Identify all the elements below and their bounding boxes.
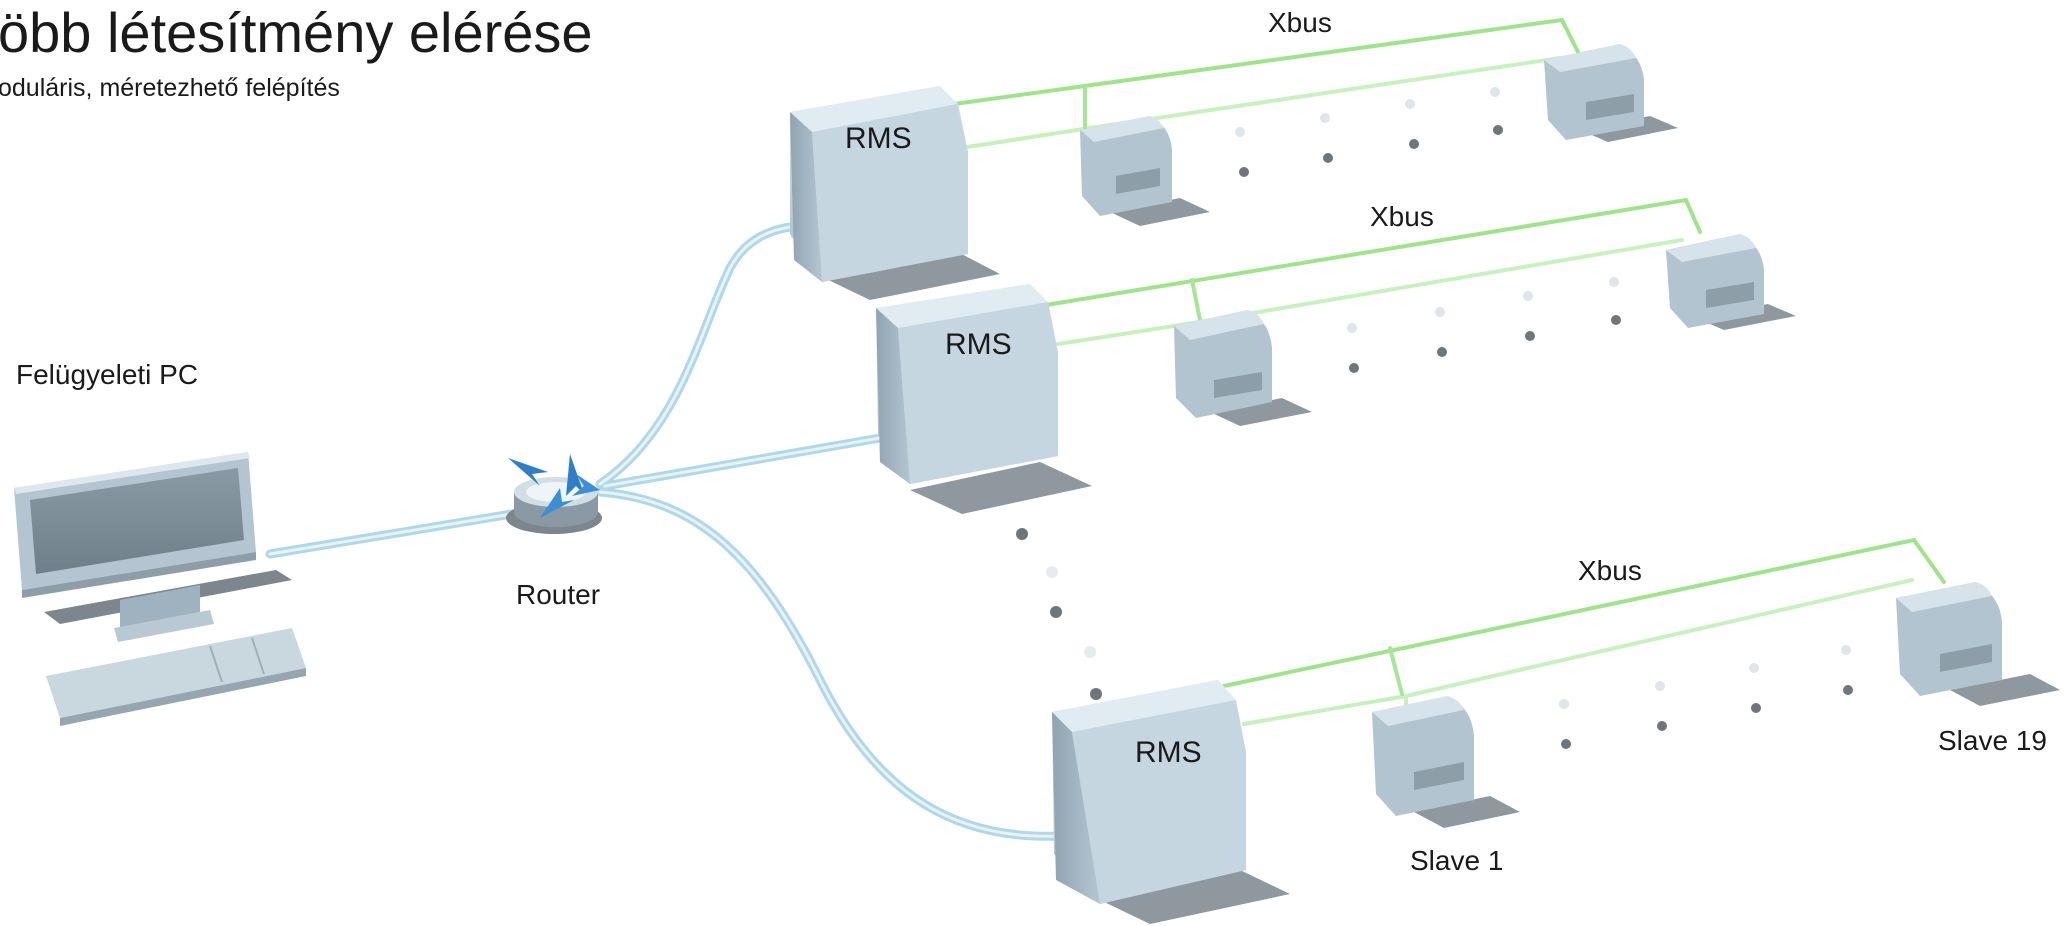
rms-unit-icon [876, 284, 1092, 514]
network-cables [265, 221, 1065, 841]
page-subtitle: oduláris, méretezhető felépítés [0, 74, 340, 102]
keyboard-icon [46, 628, 306, 726]
slave-unit-icon [1666, 234, 1796, 330]
continuation-dots-vertical [1010, 488, 1102, 700]
xbus-top-label: Xbus [1268, 7, 1332, 38]
slave-unit-icon [1896, 582, 2060, 706]
slave-first-label: Slave 1 [1410, 845, 1503, 876]
continuation-dots-bot [1559, 645, 1853, 749]
xbus-lines-top [933, 17, 1580, 154]
desktop-pc-icon [14, 452, 292, 642]
xbus-mid-label: Xbus [1370, 201, 1434, 232]
continuation-dots-top [1235, 87, 1503, 177]
slave-unit-icon [1544, 44, 1678, 142]
rms-top-label: RMS [845, 122, 912, 155]
pc-label: Felügyeleti PC [16, 359, 198, 390]
xbus-bot-label: Xbus [1578, 555, 1642, 586]
slave-unit-icon [1174, 310, 1312, 426]
xbus-lines-bot [1222, 537, 1946, 726]
continuation-dots-mid [1347, 277, 1621, 373]
rms-unit-icon [1052, 680, 1290, 924]
page-title: öbb létesítmény elérése [0, 1, 593, 64]
router-label: Router [516, 579, 600, 610]
rms-bot-label: RMS [1135, 736, 1202, 769]
router-icon [506, 454, 602, 534]
rms-mid-label: RMS [945, 328, 1012, 361]
slave-last-label: Slave 19 [1938, 725, 2047, 756]
slave-unit-icon [1080, 116, 1210, 226]
rms-unit-icon [790, 86, 1000, 300]
slave-unit-icon [1372, 696, 1520, 828]
